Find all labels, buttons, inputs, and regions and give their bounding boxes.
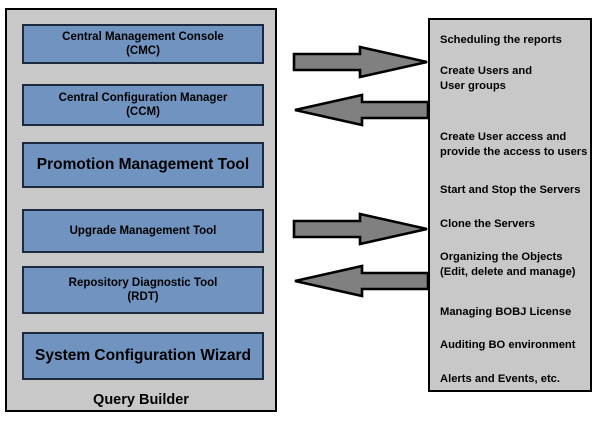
list-item-line1: Managing BOBJ License xyxy=(440,306,572,318)
tool-box-promotion-management-tool[interactable]: Promotion Management Tool xyxy=(22,142,264,188)
tool-box-text: Promotion Management Tool xyxy=(24,155,262,174)
tool-box-line2: (RDT) xyxy=(127,291,159,303)
tool-box-line1: Repository Diagnostic Tool xyxy=(68,276,218,289)
list-item-line2: provide the access to users xyxy=(440,145,588,158)
tool-box-line1: System Configuration Wizard xyxy=(34,347,252,365)
tool-box-text: System Configuration Wizard xyxy=(24,346,262,365)
list-item: Alerts and Events, etc. xyxy=(440,372,594,387)
bobj-admin-tasks-panel: Scheduling the reports Create Users and … xyxy=(428,18,592,392)
list-item-line2: User groups xyxy=(440,79,506,92)
tool-box-central-management-console[interactable]: Central Management Console (CMC) xyxy=(22,24,264,64)
tool-box-line2: (CCM) xyxy=(126,106,160,118)
tool-box-text: Repository Diagnostic Tool (RDT) xyxy=(24,276,262,305)
list-item: Clone the Servers xyxy=(440,217,594,232)
list-item: Auditing BO environment xyxy=(440,338,594,353)
bobj-admin-tools-panel: Central Management Console (CMC) Central… xyxy=(5,8,277,412)
list-item: Create User access and provide the acces… xyxy=(440,130,594,160)
tool-box-text: Upgrade Management Tool xyxy=(24,224,262,238)
query-builder-label: Query Builder xyxy=(93,392,189,408)
tool-box-text: Central Configuration Manager (CCM) xyxy=(24,91,262,120)
list-item-line1: Alerts and Events, etc. xyxy=(440,373,560,385)
tool-box-system-configuration-wizard[interactable]: System Configuration Wizard xyxy=(22,332,264,380)
tool-box-line1: Central Configuration Manager xyxy=(58,91,228,104)
tool-box-upgrade-management-tool[interactable]: Upgrade Management Tool xyxy=(22,209,264,253)
tool-box-line1: Central Management Console xyxy=(62,30,224,43)
tool-box-line2: (CMC) xyxy=(126,45,160,57)
list-item-line1: Organizing the Objects xyxy=(440,251,563,263)
list-item: Scheduling the reports xyxy=(440,33,594,48)
list-item: Start and Stop the Servers xyxy=(440,183,594,198)
list-item-line2: (Edit, delete and manage) xyxy=(440,265,576,278)
arrow-right-icon-bottom xyxy=(292,212,428,246)
list-item-line1: Start and Stop the Servers xyxy=(440,184,581,196)
arrow-left-icon-bottom xyxy=(294,264,430,298)
tool-box-repository-diagnostic-tool[interactable]: Repository Diagnostic Tool (RDT) xyxy=(22,266,264,314)
arrow-right-icon-top xyxy=(292,45,428,79)
list-item-line1: Auditing BO environment xyxy=(440,339,576,351)
list-item-line1: Clone the Servers xyxy=(440,218,536,230)
tool-box-central-configuration-manager[interactable]: Central Configuration Manager (CCM) xyxy=(22,84,264,126)
list-item: Create Users and User groups xyxy=(440,64,594,94)
tool-box-line1: Upgrade Management Tool xyxy=(69,224,217,237)
tool-box-text: Central Management Console (CMC) xyxy=(24,30,262,59)
list-item-line1: Create User access and xyxy=(440,131,567,143)
list-item-line1: Create Users and xyxy=(440,65,533,77)
list-item: Organizing the Objects (Edit, delete and… xyxy=(440,250,594,280)
tool-box-line1: Promotion Management Tool xyxy=(36,156,250,174)
list-item-line1: Scheduling the reports xyxy=(440,34,562,46)
list-item: Managing BOBJ License xyxy=(440,305,594,320)
arrow-left-icon-top xyxy=(294,93,430,127)
